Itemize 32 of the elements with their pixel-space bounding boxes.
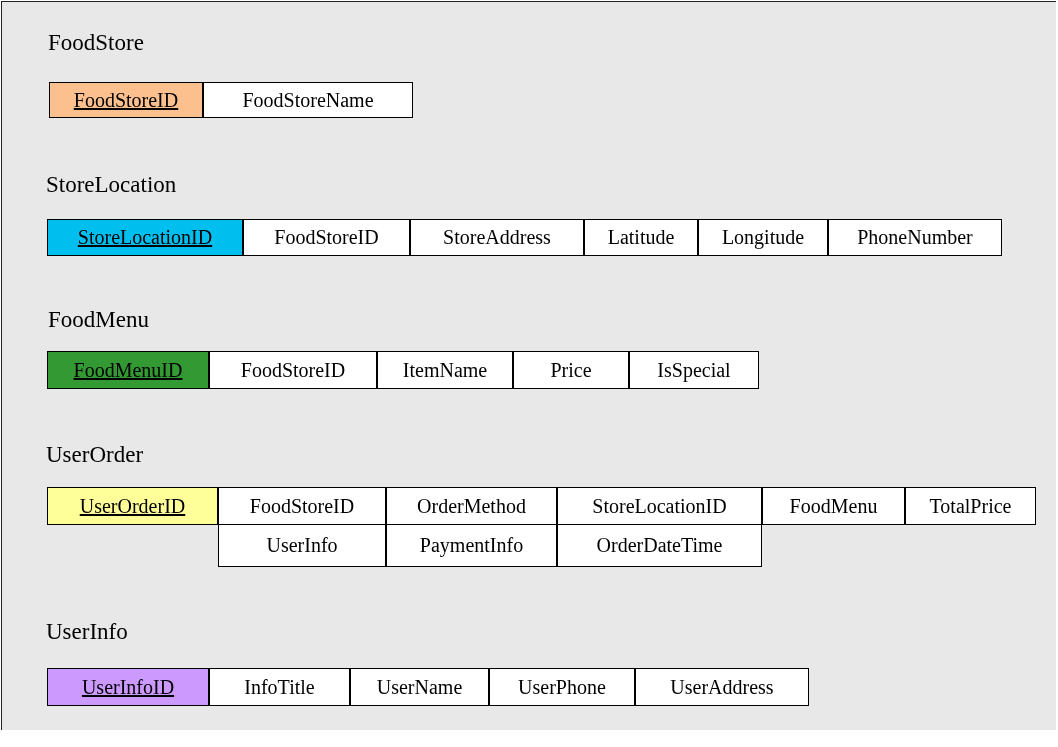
table-cell: IsSpecial	[629, 351, 759, 389]
table-cell: Latitude	[584, 219, 698, 256]
table-cell: Price	[513, 351, 629, 389]
table-cell: UserAddress	[635, 668, 809, 706]
primary-key-cell: UserOrderID	[47, 487, 218, 525]
primary-key-cell: FoodMenuID	[47, 351, 209, 389]
table-name: UserOrder	[46, 442, 144, 468]
table-cell: OrderMethod	[386, 487, 557, 525]
primary-key-cell: UserInfoID	[47, 668, 209, 706]
primary-key-cell: FoodStoreID	[49, 82, 203, 118]
table-cell: FoodMenu	[762, 487, 905, 525]
table-cell: UserName	[350, 668, 489, 706]
primary-key-cell: StoreLocationID	[47, 219, 243, 256]
table-name: FoodStore	[48, 30, 144, 56]
table-cell: UserInfo	[218, 524, 386, 567]
table-cell: FoodStoreID	[243, 219, 410, 256]
table-cell: FoodStoreID	[209, 351, 377, 389]
table-cell: StoreLocationID	[557, 487, 762, 525]
table-cell: FoodStoreID	[218, 487, 386, 525]
table-name: FoodMenu	[48, 307, 149, 333]
table-name: StoreLocation	[46, 172, 177, 198]
table-cell: TotalPrice	[905, 487, 1036, 525]
table-cell: InfoTitle	[209, 668, 350, 706]
table-name: UserInfo	[46, 619, 128, 645]
table-cell: PhoneNumber	[828, 219, 1002, 256]
table-cell: Longitude	[698, 219, 828, 256]
table-cell: ItemName	[377, 351, 513, 389]
table-cell: UserPhone	[489, 668, 635, 706]
table-cell: PaymentInfo	[386, 524, 557, 567]
table-cell: FoodStoreName	[203, 82, 413, 118]
table-cell: StoreAddress	[410, 219, 584, 256]
table-cell: OrderDateTime	[557, 524, 762, 567]
